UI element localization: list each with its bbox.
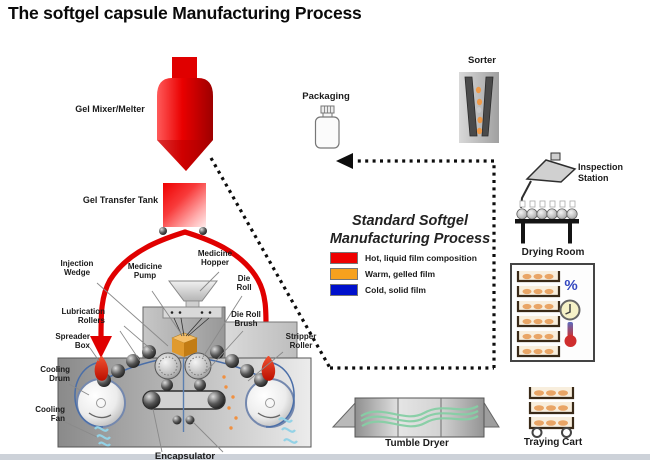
traying-cart-label: Traying Cart (523, 437, 583, 448)
legend-item-hot: Hot, liquid film composition (330, 252, 505, 264)
packaging-label: Packaging (302, 91, 350, 102)
hot-color-swatch (330, 252, 358, 264)
sorter-label: Sorter (468, 55, 496, 66)
spreader-box-label: Spreader Box (55, 332, 90, 351)
drying-room-label: Drying Room (521, 247, 585, 258)
encapsulator-label: Encapsulator (154, 451, 216, 460)
medicine-feed-tubes (173, 317, 210, 337)
lubrication-rollers-icon (97, 345, 268, 425)
page-title: The softgel capsule Manufacturing Proces… (8, 3, 362, 23)
gel-mixer-label: Gel Mixer/Melter (75, 104, 145, 114)
tumble-dryer-label: Tumble Dryer (385, 438, 449, 449)
sorter-icon (459, 72, 499, 143)
traying-cart-icon (528, 387, 575, 438)
tank-outlet-ball-left (159, 227, 167, 235)
die-roll-icon (154, 352, 212, 380)
legend-item-label: Warm, gelled film (365, 269, 436, 279)
clock-icon (559, 299, 581, 321)
inspection-station-icon (515, 152, 579, 244)
flow-arrowhead-to-packaging (336, 153, 353, 169)
capsule-specks (222, 375, 238, 430)
page-bottom-edge (0, 454, 650, 460)
gel-transfer-tank-icon (163, 183, 206, 227)
drying-room-icon (510, 263, 595, 362)
hot-gel-flow-arrows (98, 229, 269, 341)
medicine-hopper-icon (168, 280, 218, 302)
cooling-fan-label: Cooling Fan (35, 405, 65, 424)
warm-color-swatch (330, 268, 358, 280)
legend-item-label: Cold, solid film (365, 285, 426, 295)
medicine-pump-icon (162, 306, 223, 319)
die-roll-label: Die Roll (236, 274, 252, 293)
stripper-roller-label: Stripper Roller (285, 332, 317, 351)
humidity-percent-symbol: % (564, 277, 578, 294)
spreader-box-left-icon (94, 356, 109, 381)
die-roll-brush-label: Die Roll Brush (231, 310, 261, 329)
red-arrowhead-left (90, 336, 112, 358)
cold-color-swatch (330, 284, 358, 296)
legend-item-label: Hot, liquid film composition (365, 253, 477, 263)
tank-outlet-ball-right (199, 227, 207, 235)
legend-item-warm: Warm, gelled film (330, 268, 505, 280)
gel-transfer-tank-label: Gel Transfer Tank (82, 195, 159, 205)
medicine-hopper-label: Medicine Hopper (197, 249, 233, 268)
legend-title: Standard Softgel Manufacturing Process (329, 213, 491, 247)
dotted-flow-path (209, 157, 496, 370)
legend: Standard Softgel Manufacturing Process H… (315, 212, 505, 296)
spreader-box-right-icon (261, 356, 276, 381)
cooling-drum-label: Cooling Drum (40, 365, 70, 384)
legend-item-cold: Cold, solid film (330, 284, 505, 296)
encapsulator-machine-icon (57, 280, 312, 448)
lubrication-rollers-label: Lubrication Rollers (61, 307, 105, 326)
packaging-bottle-icon (314, 105, 340, 149)
thermometer-icon (564, 322, 577, 347)
inspection-station-label: Inspection Station (578, 162, 624, 183)
injection-wedge-label: Injection Wedge (60, 259, 94, 278)
medicine-pump-label: Medicine Pump (127, 262, 163, 281)
tumble-dryer-icon (331, 397, 500, 438)
injection-wedge-icon (171, 332, 198, 357)
gel-mixer-icon (157, 57, 213, 171)
label-leader-lines (64, 271, 284, 453)
cooling-fan-icon (94, 417, 298, 447)
